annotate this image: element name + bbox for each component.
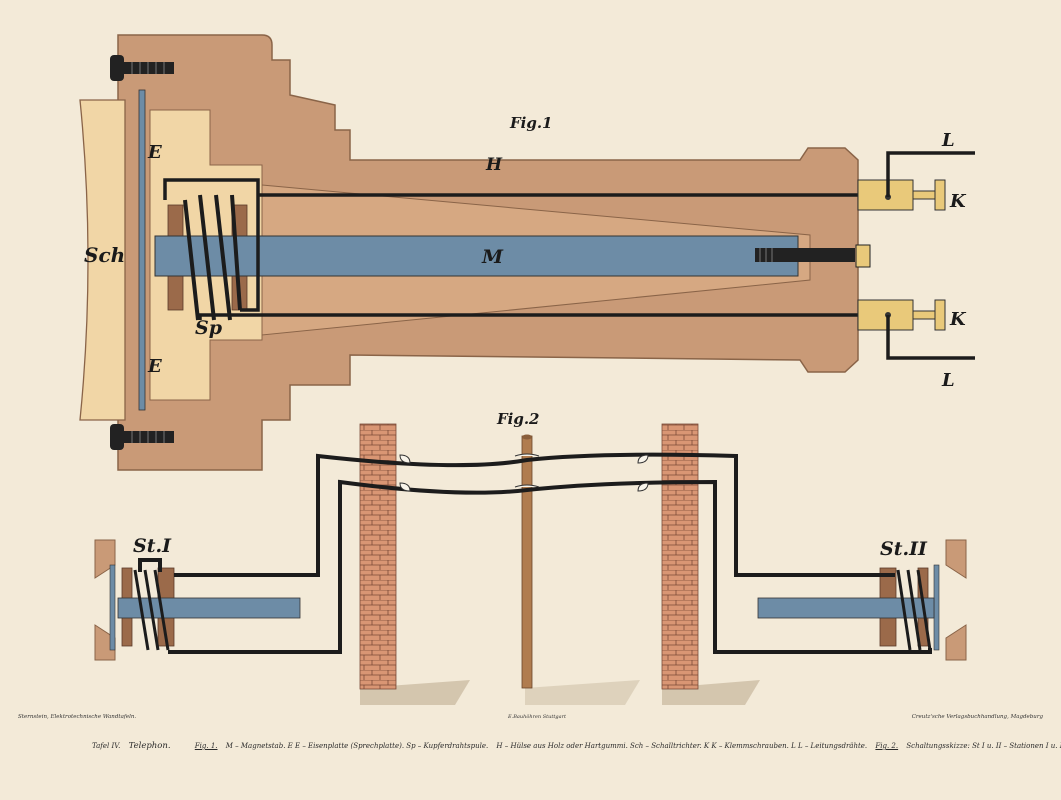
station-I <box>94 539 301 661</box>
caption-fig1-ref: Fig. 1. <box>194 742 218 750</box>
leitungsdraht-L-top <box>886 151 975 197</box>
klemmschraube-bottom <box>857 299 946 331</box>
caption-plate: Tafel IV. <box>92 742 121 750</box>
mounting-screw-top <box>110 55 174 81</box>
plate-caption: Tafel IV. Telephon. Fig. 1. M – Magnetst… <box>92 741 1061 751</box>
klemmschraube-top <box>857 179 946 211</box>
credit-center: E.Bauhöhren Stuttgart <box>508 714 566 720</box>
caption-fig1-text: M – Magnetstab. E E – Eisenplatte (Sprec… <box>225 742 489 750</box>
label-L-bottom: L <box>941 370 955 391</box>
caption-title: Telephon. <box>128 741 171 751</box>
leitungsdraht-L-bottom <box>886 315 975 360</box>
label-fig1: Fig.1 <box>509 114 553 132</box>
credit-left: Sternstein, Elektrotechnische Wandtafeln… <box>18 714 137 720</box>
caption-fig1-text2: H – Hülse aus Holz oder Hartgummi. Sch –… <box>496 742 868 750</box>
credit-right: Creutz'sche Verlagsbuchhandlung, Magdebu… <box>911 714 1043 720</box>
fig2-circuit-sketch: Fig.2 <box>94 410 967 705</box>
fig1-telephone-receiver: Fig.1 E E H M Sch Sp K K L L <box>79 34 975 471</box>
brick-pillar-left <box>359 423 397 690</box>
label-K-top: K <box>949 191 967 212</box>
magnetstab-M <box>154 235 799 277</box>
schalltrichter-Sch <box>79 99 126 421</box>
label-K-bottom: K <box>949 309 967 330</box>
telegraph-pole <box>521 435 533 689</box>
line-wire-lower <box>168 479 932 654</box>
station-II <box>757 539 967 661</box>
lead-wire-bottom <box>198 313 890 320</box>
insulators <box>399 453 649 492</box>
label-fig2: Fig.2 <box>496 410 540 428</box>
kupferdrahtspule-Sp <box>183 194 242 321</box>
label-E-bottom: E <box>147 356 162 377</box>
label-L-top: L <box>941 130 955 151</box>
lead-wire-top <box>163 178 890 312</box>
label-M: M <box>481 246 504 268</box>
label-Sch: Sch <box>84 243 125 267</box>
eisenplatte-E <box>138 89 146 411</box>
label-station-I: St.I <box>133 535 172 557</box>
label-H: H <box>485 155 503 175</box>
caption-fig2-text: Schaltungsskizze: St I u. II – Stationen… <box>906 742 1061 750</box>
brick-pillar-right <box>661 423 699 690</box>
label-station-II: St.II <box>880 538 928 560</box>
line-wire-upper <box>138 452 895 577</box>
caption-fig2-ref: Fig. 2. <box>875 742 899 750</box>
mounting-screw-bottom <box>110 424 174 450</box>
label-E-top: E <box>147 142 162 163</box>
label-Sp: Sp <box>195 317 223 339</box>
